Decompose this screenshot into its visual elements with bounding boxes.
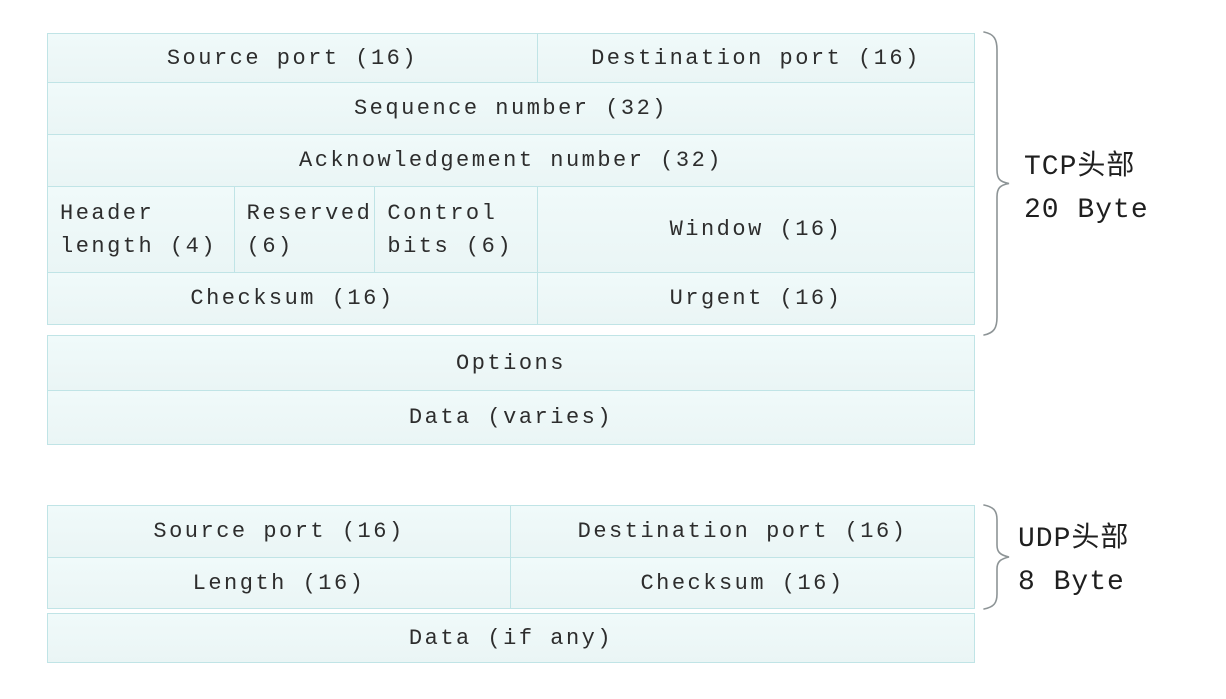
tcp-checksum-cell: Checksum (16)	[48, 273, 537, 324]
tcp-data-cell: Data (varies)	[48, 391, 974, 444]
tcp-control-bits-cell: Control bits (6)	[374, 187, 537, 272]
udp-brace-icon	[983, 504, 1010, 610]
udp-data-table: Data (if any)	[47, 613, 975, 663]
tcp-row-sequence: Sequence number (32)	[48, 82, 974, 134]
tcp-destination-port-cell: Destination port (16)	[536, 34, 974, 82]
tcp-urgent-cell: Urgent (16)	[536, 273, 974, 324]
tcp-sequence-number-cell: Sequence number (32)	[48, 83, 974, 134]
tcp-row-ports: Source port (16) Destination port (16)	[48, 34, 974, 82]
tcp-acknowledgement-number-cell: Acknowledgement number (32)	[48, 135, 974, 186]
udp-source-port-cell: Source port (16)	[48, 506, 511, 557]
udp-length-cell: Length (16)	[48, 558, 511, 608]
tcp-row-acknowledgement: Acknowledgement number (32)	[48, 134, 974, 186]
tcp-header-length-cell: Header length (4)	[48, 187, 234, 272]
tcp-reserved-cell: Reserved (6)	[233, 187, 375, 272]
tcp-row-flags: Header length (4) Reserved (6) Control b…	[48, 186, 974, 272]
tcp-row-options: Options	[48, 336, 974, 390]
tcp-window-cell: Window (16)	[536, 187, 974, 272]
udp-checksum-cell: Checksum (16)	[510, 558, 974, 608]
tcp-row-data: Data (varies)	[48, 390, 974, 444]
udp-destination-port-cell: Destination port (16)	[510, 506, 974, 557]
udp-label-title: UDP头部	[1018, 524, 1130, 555]
udp-label-size: 8 Byte	[1018, 567, 1125, 598]
udp-data-cell: Data (if any)	[48, 614, 974, 662]
udp-header-table: Source port (16) Destination port (16) L…	[47, 505, 975, 609]
tcp-row-checksum: Checksum (16) Urgent (16)	[48, 272, 974, 324]
udp-brace-label: UDP头部 8 Byte	[1018, 518, 1129, 604]
tcp-options-cell: Options	[48, 336, 974, 390]
tcp-label-title: TCP头部	[1024, 152, 1136, 183]
udp-row-length-checksum: Length (16) Checksum (16)	[48, 557, 974, 608]
tcp-source-port-cell: Source port (16)	[48, 34, 537, 82]
tcp-options-data-table: Options Data (varies)	[47, 335, 975, 445]
tcp-brace-label: TCP头部 20 Byte	[1024, 146, 1149, 232]
tcp-label-size: 20 Byte	[1024, 195, 1149, 226]
tcp-brace-icon	[983, 31, 1010, 336]
udp-row-data: Data (if any)	[48, 614, 974, 662]
tcp-header-table: Source port (16) Destination port (16) S…	[47, 33, 975, 325]
udp-row-ports: Source port (16) Destination port (16)	[48, 506, 974, 557]
